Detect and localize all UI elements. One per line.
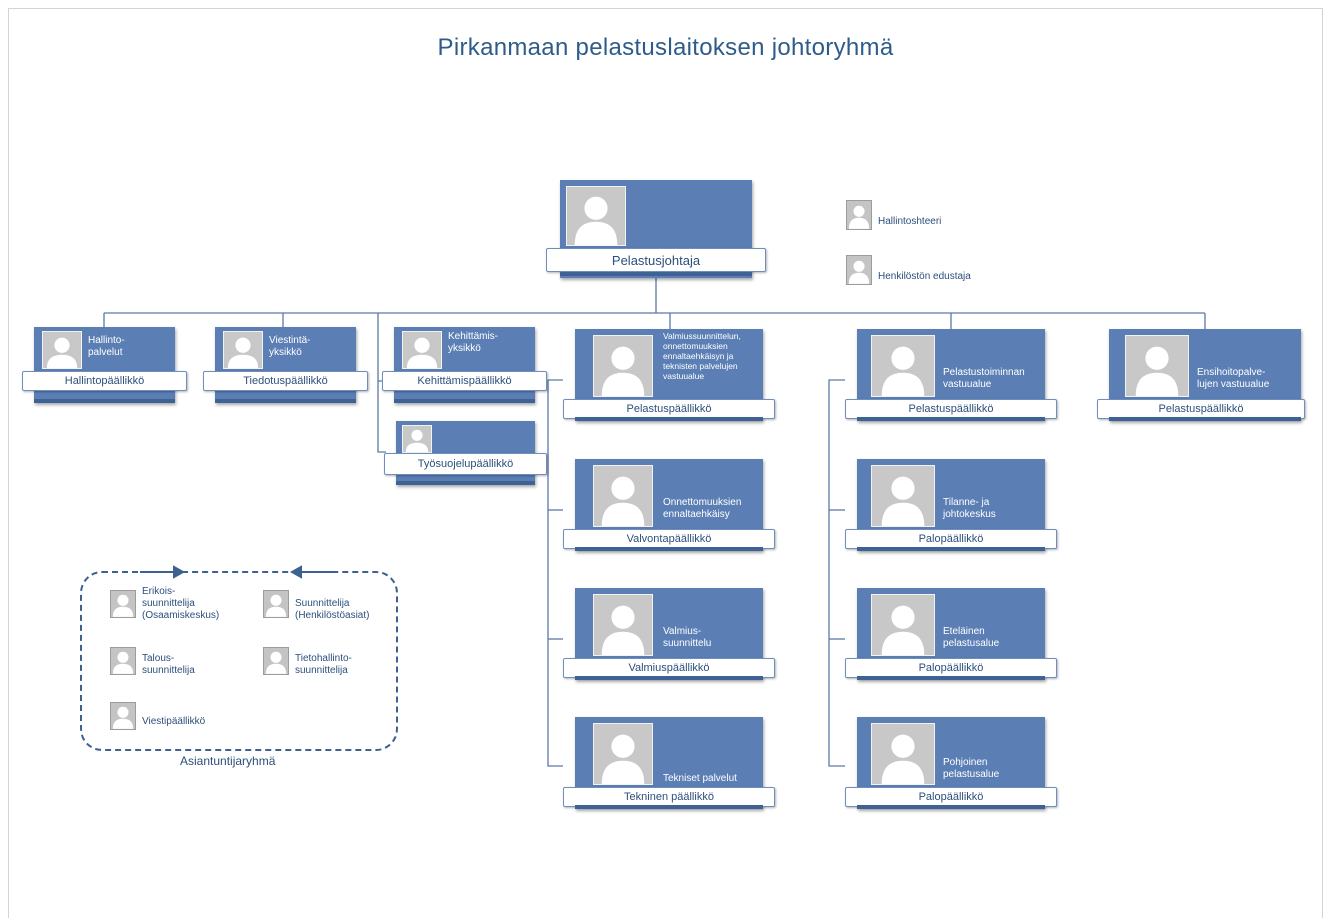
page-frame [8, 8, 1323, 918]
unit-card-preparedness: Valmius- suunnittelu Valmiuspäällikkö [563, 588, 775, 684]
unit-name: Valmius- suunnittelu [663, 626, 712, 649]
person-photo-icon [263, 647, 289, 675]
unit-name: Onnettomuuksien ennaltaehkäisy [663, 497, 742, 520]
person-photo-icon [110, 590, 136, 618]
role-label: Palopäällikkö [845, 658, 1057, 678]
unit-name: Tekniset palvelut [663, 773, 737, 784]
unit-name: Viestintä- yksikkö [269, 335, 311, 358]
side-role-label: Hallintoshteeri [878, 216, 942, 227]
role-label: Pelastuspäällikkö [845, 399, 1057, 419]
unit-name: Kehittämis- yksikkö [448, 331, 499, 354]
role-label: Hallintopäällikkö [22, 371, 187, 391]
unit-card-kehittamis: Kehittämis- yksikkö Kehittämispäällikkö [382, 327, 547, 407]
expert-group-caption: Asiantuntijaryhmä [180, 754, 276, 768]
unit-card-viestinta: Viestintä- yksikkö Tiedotuspäällikkö [203, 327, 368, 407]
unit-name: Eteläinen pelastusalue [943, 626, 1000, 649]
unit-card-ems: Ensihoitopalve- lujen vastuualue Pelastu… [1097, 329, 1317, 425]
unit-name: Valmiussuunnittelun, onnettomuuksien enn… [663, 331, 741, 381]
person-photo-icon [593, 335, 653, 397]
expert-label: Talous- suunnittelija [142, 653, 195, 676]
person-photo-icon [566, 186, 626, 246]
person-photo-icon [223, 331, 263, 369]
person-photo-icon [1125, 335, 1189, 397]
chief-label: Pelastusjohtaja [546, 248, 766, 272]
chart-title: Pirkanmaan pelastuslaitoksen johtoryhmä [437, 34, 894, 61]
role-label: Pelastuspäällikkö [563, 399, 775, 419]
connector-prep-col [547, 379, 563, 767]
unit-card-command-center: Tilanne- ja johtokeskus Palopäällikkö [845, 459, 1057, 555]
unit-card-hallinto: Hallinto- palvelut Hallintopäällikkö [22, 327, 187, 407]
role-label: Palopäällikkö [845, 787, 1057, 807]
person-photo-icon [593, 723, 653, 785]
unit-card-tyosuojelu: Työsuojelupäällikkö [384, 421, 547, 489]
role-label: Palopäällikkö [845, 529, 1057, 549]
unit-card-prevention: Onnettomuuksien ennaltaehkäisy Valvontap… [563, 459, 775, 555]
connector-kehittamis [377, 313, 386, 453]
person-photo-icon [871, 723, 935, 785]
person-photo-icon [110, 647, 136, 675]
person-photo-icon [263, 590, 289, 618]
unit-name: Hallinto- palvelut [88, 335, 125, 358]
role-label: Kehittämispäällikkö [382, 371, 547, 391]
expert-label: Tietohallinto- suunnittelija [295, 653, 352, 676]
role-label: Pelastuspäällikkö [1097, 399, 1305, 419]
role-label: Tekninen päällikkö [563, 787, 775, 807]
expert-label: Erikois- suunnittelija (Osaamiskeskus) [142, 586, 220, 621]
unit-name: Ensihoitopalve- lujen vastuualue [1197, 367, 1270, 390]
person-photo-icon [593, 465, 653, 527]
side-role-label: Henkilöstön edustaja [878, 271, 971, 282]
person-photo-icon [402, 425, 432, 453]
unit-card-northern: Pohjoinen pelastusalue Palopäällikkö [845, 717, 1057, 813]
unit-card-technical: Tekniset palvelut Tekninen päällikkö [563, 717, 775, 813]
person-photo-icon [593, 594, 653, 656]
person-photo-icon [846, 200, 872, 230]
expert-group-box [80, 571, 398, 751]
person-photo-icon [846, 255, 872, 285]
unit-card-prep-head: Valmiussuunnittelun, onnettomuuksien enn… [563, 329, 775, 425]
unit-card-southern: Eteläinen pelastusalue Palopäällikkö [845, 588, 1057, 684]
person-photo-icon [871, 465, 935, 527]
role-label: Tiedotuspäällikkö [203, 371, 368, 391]
connector-ops-col [828, 379, 845, 767]
unit-name: Pelastustoiminnan vastuualue [943, 367, 1025, 390]
person-photo-icon [871, 594, 935, 656]
expert-label: Suunnittelija (Henkilöstöasiat) [295, 598, 370, 621]
chief-card: Pelastusjohtaja [546, 180, 766, 282]
person-photo-icon [871, 335, 935, 397]
person-photo-icon [110, 702, 136, 730]
unit-card-ops-head: Pelastustoiminnan vastuualue Pelastuspää… [845, 329, 1057, 425]
role-label: Valmiuspäällikkö [563, 658, 775, 678]
person-photo-icon [402, 331, 442, 369]
unit-name: Tilanne- ja johtokeskus [943, 497, 996, 520]
role-label: Työsuojelupäällikkö [384, 453, 547, 475]
role-label: Valvontapäällikkö [563, 529, 775, 549]
person-photo-icon [42, 331, 82, 369]
unit-name: Pohjoinen pelastusalue [943, 757, 1000, 780]
expert-label: Viestipäällikkö [142, 716, 206, 727]
